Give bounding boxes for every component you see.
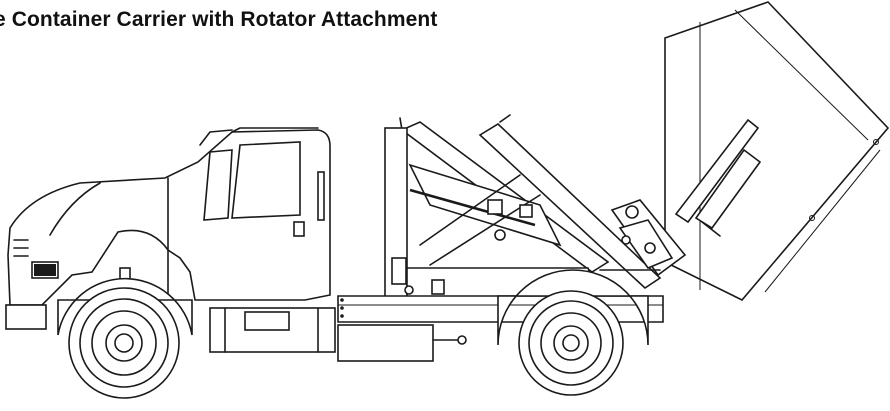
rear-wheel [497,269,649,396]
rotator-cylinder [674,118,762,237]
rotator-head [599,199,687,277]
diagram-title: e Container Carrier with Rotator Attachm… [0,8,438,31]
truck-cab [5,127,331,330]
container [664,1,890,301]
front-wheel [57,277,193,399]
lift-arm [399,114,662,290]
fuel-tank [209,307,467,362]
